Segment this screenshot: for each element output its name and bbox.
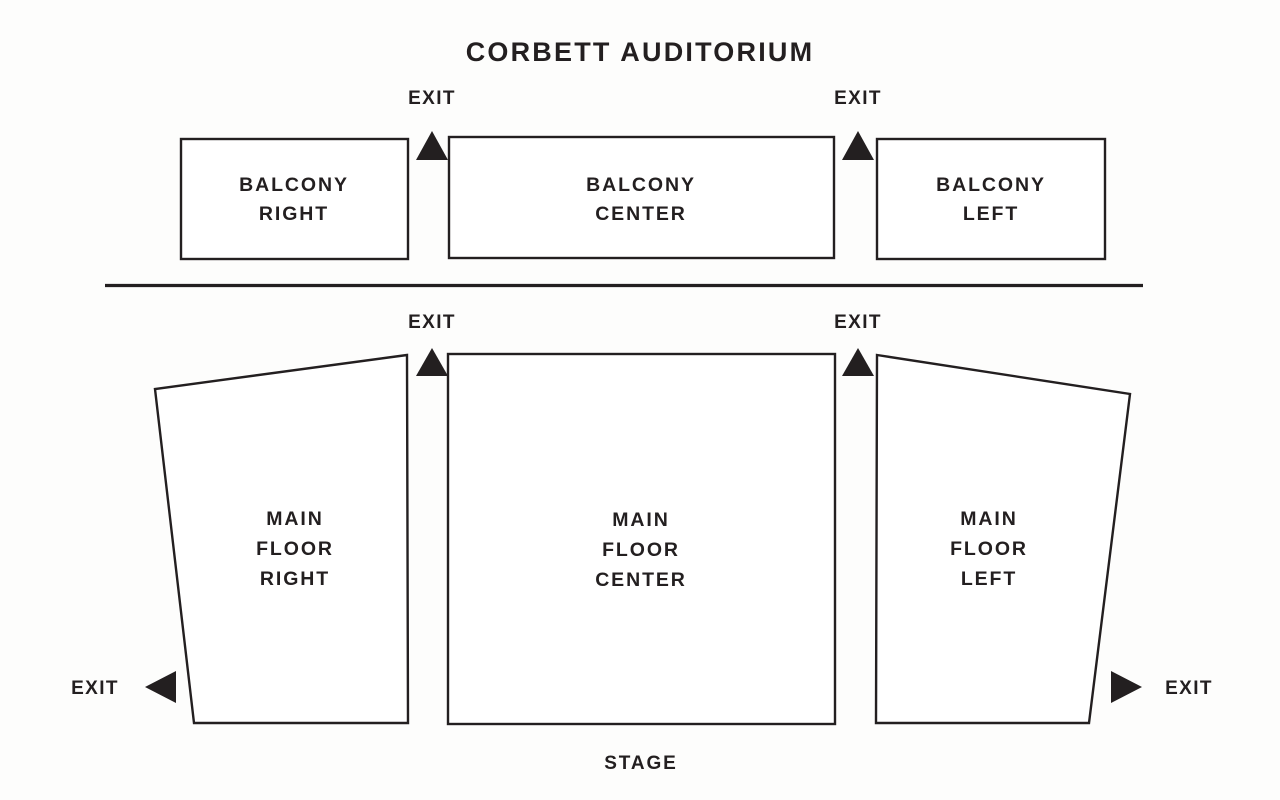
section-main-floor-center-label-line3: CENTER <box>595 569 687 591</box>
section-balcony-left-shape[interactable] <box>875 137 1107 261</box>
exit-main-right-aisle-label: EXIT <box>408 312 456 333</box>
exit-left-arrow-icon <box>145 671 176 703</box>
section-main-floor-right[interactable]: MAIN FLOOR RIGHT <box>153 353 410 725</box>
section-main-floor-center-label-line2: FLOOR <box>602 539 680 561</box>
exit-up-arrow-icon <box>842 131 874 160</box>
section-main-floor-center[interactable]: MAIN FLOOR CENTER <box>446 352 837 726</box>
section-main-floor-left-label-line3: LEFT <box>961 568 1017 590</box>
section-main-floor-center-shape[interactable] <box>446 352 837 726</box>
section-balcony-right-shape[interactable] <box>179 137 410 261</box>
page-title: CORBETT AUDITORIUM <box>466 37 815 67</box>
section-main-floor-right-shape[interactable] <box>153 353 410 725</box>
exit-balcony-left-aisle-label: EXIT <box>834 88 882 109</box>
section-main-floor-center-label-line1: MAIN <box>612 509 669 531</box>
section-balcony-center-label-line2: CENTER <box>595 203 687 225</box>
section-main-floor-right-label-line1: MAIN <box>266 508 323 530</box>
section-balcony-center-label-line1: BALCONY <box>586 174 696 196</box>
exit-balcony-right-aisle-label: EXIT <box>408 88 456 109</box>
section-main-floor-left-label-line2: FLOOR <box>950 538 1028 560</box>
section-balcony-left-label-line1: BALCONY <box>936 174 1046 196</box>
exit-up-arrow-icon <box>416 131 448 160</box>
exit-main-far-left-label: EXIT <box>1165 678 1213 699</box>
stage-label: STAGE <box>604 753 678 774</box>
section-balcony-center[interactable]: BALCONY CENTER <box>447 135 836 260</box>
exit-main-left-aisle-label: EXIT <box>834 312 882 333</box>
section-balcony-left-label-line2: LEFT <box>963 203 1019 225</box>
exit-right-arrow-icon <box>1111 671 1142 703</box>
exit-main-far-right-label: EXIT <box>71 678 119 699</box>
section-main-floor-left[interactable]: MAIN FLOOR LEFT <box>874 353 1132 725</box>
section-balcony-right-label-line2: RIGHT <box>259 203 329 225</box>
exit-up-arrow-icon <box>416 348 448 376</box>
section-balcony-right[interactable]: BALCONY RIGHT <box>179 137 410 261</box>
section-balcony-center-shape[interactable] <box>447 135 836 260</box>
section-main-floor-left-label-line1: MAIN <box>960 508 1017 530</box>
section-main-floor-left-shape[interactable] <box>874 353 1132 725</box>
section-balcony-left[interactable]: BALCONY LEFT <box>875 137 1107 261</box>
section-main-floor-right-label-line2: FLOOR <box>256 538 334 560</box>
section-balcony-right-label-line1: BALCONY <box>239 174 349 196</box>
exit-up-arrow-icon <box>842 348 874 376</box>
section-main-floor-right-label-line3: RIGHT <box>260 568 330 590</box>
